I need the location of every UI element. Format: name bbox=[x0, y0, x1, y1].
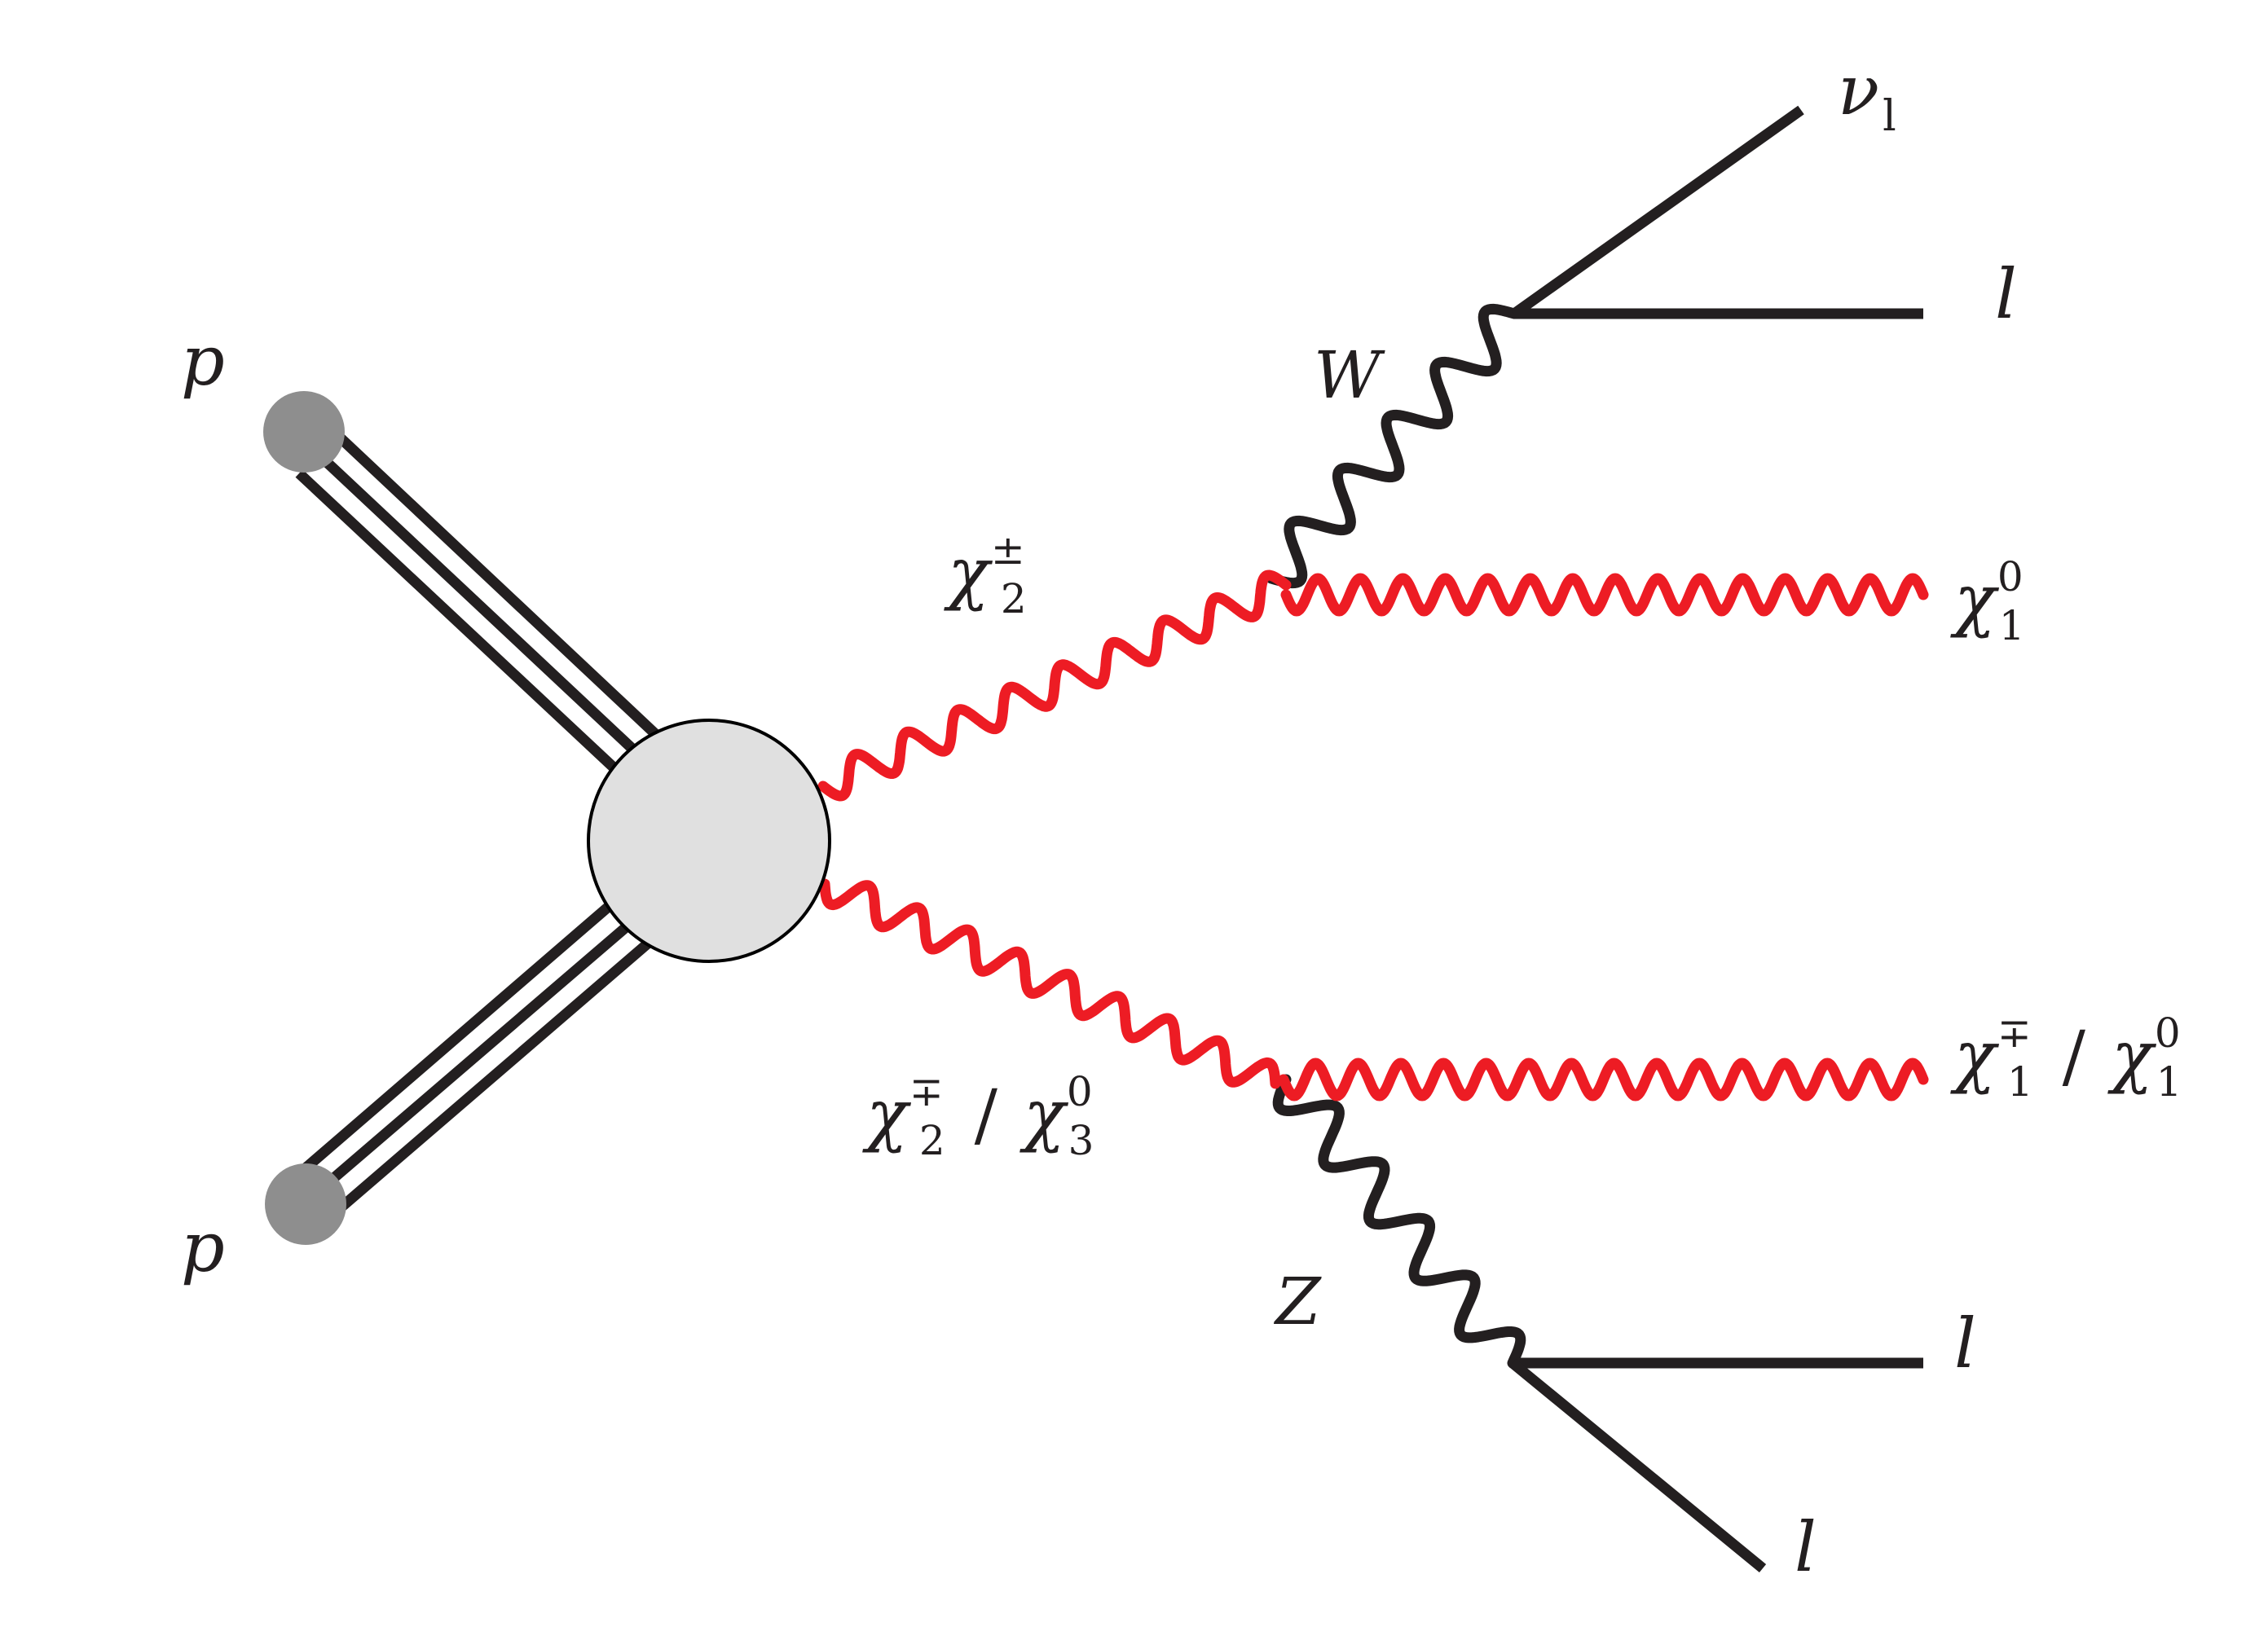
label-z-boson: Z bbox=[1273, 1264, 1322, 1339]
z-decay-lines bbox=[1508, 1357, 1923, 1573]
chargino-top-line bbox=[817, 569, 1292, 802]
proton-bottom-lines bbox=[297, 890, 664, 1214]
chargino-bottom-line bbox=[819, 878, 1281, 1089]
neutralino-bottom-line bbox=[1278, 1058, 1929, 1102]
label-proton-top: p bbox=[181, 321, 225, 401]
label-proton-bottom: p bbox=[181, 1207, 225, 1287]
neutrino-line bbox=[1511, 105, 1804, 319]
neutralino-top-line bbox=[1280, 573, 1929, 617]
lepton-z-lower-line bbox=[1508, 1358, 1767, 1573]
label-lepton-z-upper: l bbox=[1954, 1304, 1976, 1383]
proton-top-lines bbox=[295, 432, 669, 785]
z-boson-line bbox=[1272, 1074, 1526, 1369]
w-boson-line bbox=[1266, 303, 1520, 589]
label-neutrino: νl bbox=[1838, 51, 1896, 141]
label-lepton-w: l bbox=[1995, 254, 2017, 334]
label-lepton-z-lower: l bbox=[1795, 1507, 1817, 1587]
proton-top-dot bbox=[263, 391, 345, 473]
label-chargino-top: χ±2 bbox=[944, 526, 1027, 622]
proton-bottom-dot bbox=[265, 1163, 346, 1245]
label-w-boson: W bbox=[1314, 337, 1385, 413]
w-decay-lines bbox=[1511, 105, 1923, 319]
interaction-blob bbox=[587, 719, 831, 963]
